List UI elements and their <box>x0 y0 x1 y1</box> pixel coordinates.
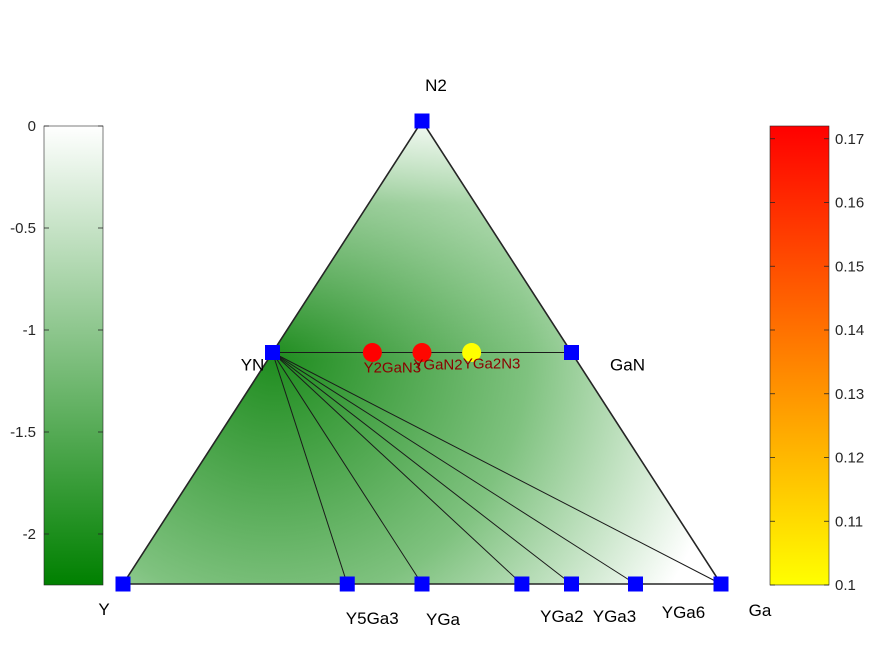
unstable-point-y2gan3 <box>362 343 382 362</box>
stable-point-gan <box>564 345 579 360</box>
e-above-hull-tick-label: 0.13 <box>835 386 864 403</box>
stable-point-yga <box>414 576 430 592</box>
tie-line-yn-yga3 <box>272 352 572 585</box>
formation-energy-colorbar-fill <box>43 125 104 586</box>
phase-label-gan: GaN <box>610 356 645 375</box>
phase-label-yga6: YGa6 <box>662 603 705 622</box>
phase-label-yga3: YGa3 <box>593 607 636 626</box>
phase-label-ga: Ga <box>749 601 772 620</box>
unstable-point-ygan2 <box>412 343 432 362</box>
formation-energy-tick-label: -1 <box>23 322 36 339</box>
formation-energy-tick-label: -0.5 <box>10 220 36 237</box>
tie-line-yn-ga <box>272 352 722 585</box>
formation-energy-tick-label: 0 <box>28 118 36 135</box>
phase-label-y5ga3: Y5Ga3 <box>346 609 399 628</box>
e-above-hull-tick-label: 0.17 <box>835 131 864 148</box>
formation-energy-tick-label: -1.5 <box>10 424 36 441</box>
phase-label-yn: YN <box>241 356 265 375</box>
formation-energy-tick-label: -2 <box>23 526 36 543</box>
e-above-hull-tick-label: 0.15 <box>835 258 864 275</box>
stable-point-yga2 <box>514 576 530 592</box>
formation-energy-colorbar: 0 -0.5 -1 -1.5 -2 <box>10 118 104 586</box>
e-above-hull-colorbar: 0.17 0.16 0.15 0.14 0.13 0.12 0.11 0.1 <box>769 125 864 594</box>
stable-point-yga3 <box>564 576 579 592</box>
formation-energy-ticks: 0 -0.5 -1 -1.5 -2 <box>10 118 103 543</box>
stable-point-yn <box>265 345 280 360</box>
tie-line-yn-yga6 <box>272 352 636 585</box>
stable-point-y5ga3 <box>339 576 355 592</box>
e-above-hull-ticks: 0.17 0.16 0.15 0.14 0.13 0.12 0.11 0.1 <box>770 131 864 594</box>
tie-line-yn-y5ga3 <box>272 352 348 585</box>
phase-label-n2: N2 <box>425 76 447 95</box>
tie-line-yn-yga2 <box>272 352 523 585</box>
phase-label-yga: YGa <box>426 610 461 629</box>
unstable-phases <box>362 343 482 362</box>
e-above-hull-tick-label: 0.12 <box>835 450 864 467</box>
stable-point-y <box>115 576 131 592</box>
stable-point-ga <box>713 576 729 592</box>
e-above-hull-tick-label: 0.1 <box>835 577 856 594</box>
e-above-hull-tick-label: 0.16 <box>835 195 864 212</box>
unstable-label-y2gan3: Y2GaN3 <box>364 360 422 377</box>
tie-line-yn-yga <box>272 352 423 585</box>
e-above-hull-tick-label: 0.11 <box>835 513 863 530</box>
unstable-label-ygan2: YGaN2 <box>413 357 462 374</box>
phase-label-yga2: YGa2 <box>540 607 583 626</box>
e-above-hull-tick-label: 0.14 <box>835 322 864 339</box>
unstable-point-yga2n3 <box>462 343 482 362</box>
phase-label-y: Y <box>98 600 109 619</box>
stable-point-yga6 <box>627 576 643 592</box>
stable-phases <box>115 113 729 592</box>
unstable-label-yga2n3: YGa2N3 <box>463 356 521 373</box>
stable-point-n2 <box>414 113 430 129</box>
e-above-hull-colorbar-fill <box>769 125 830 586</box>
